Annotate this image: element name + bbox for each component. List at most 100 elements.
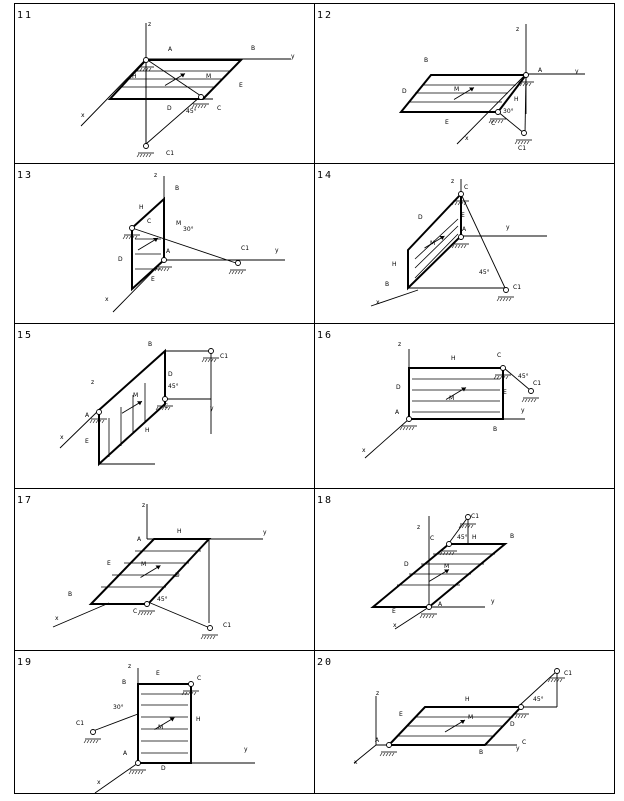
point-label: B bbox=[424, 57, 428, 64]
point-label: D bbox=[161, 765, 166, 772]
support-hatch bbox=[520, 714, 524, 719]
support-hatch bbox=[524, 398, 528, 403]
point-label: x bbox=[376, 299, 380, 306]
point-label: C bbox=[217, 105, 221, 112]
point-label: 30° bbox=[503, 108, 514, 115]
support-hatch bbox=[184, 691, 188, 696]
support-hatch bbox=[191, 104, 195, 109]
support-hatch bbox=[428, 614, 432, 619]
point-label: 45° bbox=[457, 534, 468, 541]
support-hatch bbox=[405, 426, 409, 431]
support-hatch bbox=[203, 635, 207, 640]
support-hatch bbox=[142, 153, 146, 158]
moment-arrowhead bbox=[439, 236, 445, 240]
point-label: C1 bbox=[166, 150, 174, 157]
support-hatch bbox=[454, 201, 458, 206]
support-hatch bbox=[553, 678, 557, 683]
point-label: A bbox=[395, 409, 400, 416]
point-label: C1 bbox=[471, 513, 479, 520]
support-hatch bbox=[187, 691, 191, 696]
point-label: C bbox=[430, 535, 434, 542]
point-label: 45° bbox=[186, 108, 197, 115]
support-hatch bbox=[86, 739, 90, 744]
point-label: y bbox=[506, 224, 510, 231]
hinge-pin bbox=[503, 287, 509, 293]
support-hatch bbox=[451, 551, 455, 556]
point-label: B bbox=[68, 591, 72, 598]
point-label: D bbox=[167, 105, 172, 112]
support-hatch bbox=[494, 119, 498, 124]
support-hatch bbox=[419, 614, 423, 619]
hinge-pin bbox=[96, 409, 102, 415]
point-label: x bbox=[55, 615, 59, 622]
construction-line bbox=[370, 289, 419, 307]
point-label: z bbox=[128, 663, 131, 670]
point-label: x bbox=[362, 447, 366, 454]
construction-line bbox=[496, 110, 526, 135]
support-hatch bbox=[181, 691, 185, 696]
point-label: H bbox=[177, 528, 182, 535]
support-hatch bbox=[517, 140, 521, 145]
support-hatch bbox=[160, 267, 164, 272]
support-hatch bbox=[157, 267, 161, 272]
support-hatch bbox=[522, 82, 526, 87]
point-label: z bbox=[516, 26, 519, 33]
point-label: C bbox=[464, 184, 468, 191]
hinge-pin bbox=[495, 109, 501, 115]
point-label: D bbox=[418, 214, 423, 221]
support-hatch bbox=[391, 752, 395, 757]
support-hatch bbox=[206, 635, 210, 640]
point-label: A bbox=[85, 412, 90, 419]
hinge-pin bbox=[235, 260, 241, 266]
support-hatch bbox=[137, 770, 141, 775]
support-hatch bbox=[467, 524, 471, 529]
point-label: E bbox=[85, 438, 89, 445]
point-label: x bbox=[105, 296, 109, 303]
construction-line bbox=[145, 95, 202, 145]
point-label: M bbox=[176, 220, 181, 227]
support-hatch bbox=[203, 104, 207, 109]
point-label: B bbox=[251, 45, 255, 52]
construction-line bbox=[460, 193, 507, 291]
support-hatch bbox=[408, 426, 412, 431]
point-label: H bbox=[465, 696, 470, 703]
moment-arrowhead bbox=[155, 565, 161, 570]
hinge-pin bbox=[465, 514, 471, 520]
point-label: H bbox=[145, 427, 150, 434]
support-hatch bbox=[388, 752, 392, 757]
point-label: C1 bbox=[223, 622, 231, 629]
point-label: E bbox=[156, 670, 160, 677]
support-hatch bbox=[137, 611, 141, 616]
point-label: C1 bbox=[564, 670, 572, 677]
point-label: D bbox=[510, 721, 515, 728]
support-hatch bbox=[197, 104, 201, 109]
construction-line bbox=[353, 744, 377, 764]
point-label: M bbox=[468, 714, 473, 721]
support-hatch bbox=[148, 153, 152, 158]
support-hatch bbox=[148, 67, 152, 72]
point-label: 45° bbox=[157, 596, 168, 603]
support-hatch bbox=[194, 104, 198, 109]
support-hatch bbox=[448, 551, 452, 556]
problem-number: 19 bbox=[17, 657, 34, 668]
support-hatch bbox=[101, 419, 105, 424]
hinge-pin bbox=[458, 191, 464, 197]
point-label: B bbox=[493, 426, 497, 433]
support-hatch bbox=[379, 752, 383, 757]
point-label: z bbox=[142, 502, 145, 509]
support-hatch bbox=[533, 398, 537, 403]
hinge-pin bbox=[528, 388, 534, 394]
point-label: y bbox=[291, 53, 295, 60]
point-label: D bbox=[175, 572, 180, 579]
support-hatch bbox=[161, 406, 165, 411]
support-hatch bbox=[464, 524, 468, 529]
support-hatch bbox=[556, 678, 560, 683]
support-hatch bbox=[457, 244, 461, 249]
support-hatch bbox=[445, 551, 449, 556]
